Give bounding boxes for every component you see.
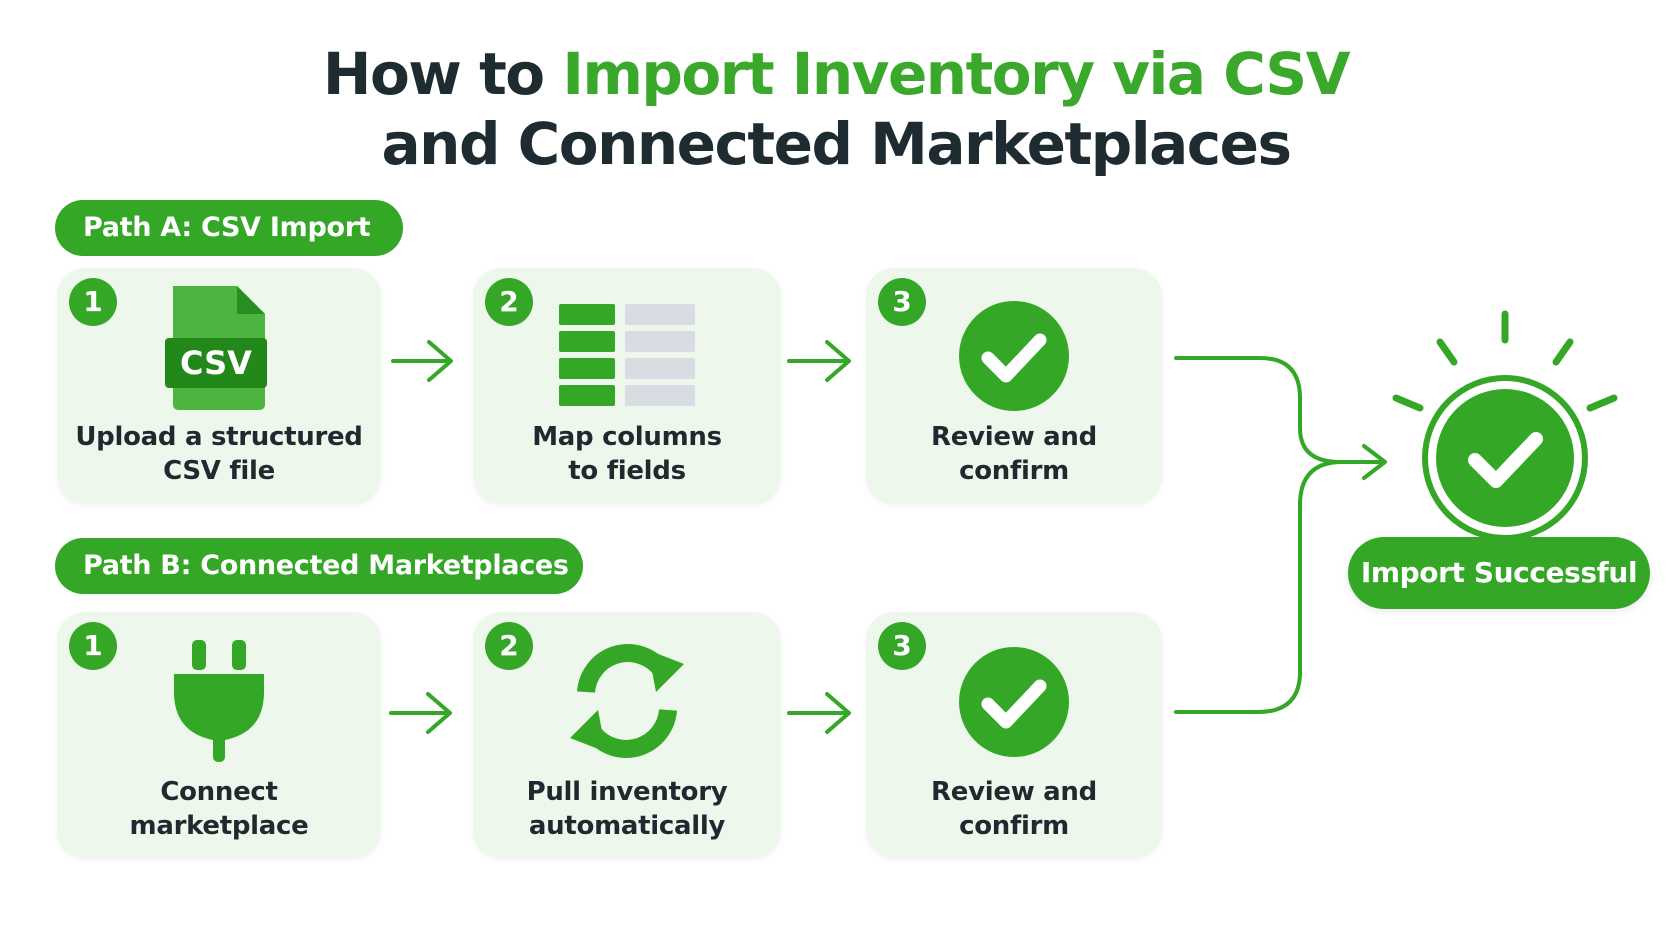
step-card-a-3: 3 Review and confirm [866, 268, 1162, 504]
page-title: How to Import Inventory via CSV [0, 40, 1672, 108]
map-columns-icon [559, 304, 695, 406]
page-title-line-2: and Connected Marketplaces [381, 110, 1292, 178]
step-number: 2 [485, 622, 533, 670]
import-successful-badge: Import Successful [1348, 537, 1650, 609]
path-a-label: Path A: CSV Import [55, 200, 403, 256]
success-check-icon [1392, 310, 1618, 541]
title-prefix: How to [322, 40, 563, 108]
check-circle-icon [959, 647, 1069, 757]
connector-path-b-to-success [1174, 460, 1344, 714]
step-label: Upload a structured CSV file [75, 422, 363, 486]
step-card-b-1: 1 Connect marketplace [57, 612, 381, 858]
step-number: 3 [878, 622, 926, 670]
arrow-b-2-3 [787, 692, 851, 734]
title-accent: Import Inventory via CSV [562, 40, 1350, 108]
arrow-a-1-2 [391, 340, 453, 382]
step-label: Pull inventory automatically [526, 777, 728, 841]
plug-icon [174, 640, 264, 762]
step-label: Map columns to fields [532, 422, 722, 486]
step-number: 1 [69, 622, 117, 670]
step-number: 2 [485, 278, 533, 326]
step-number: 1 [69, 278, 117, 326]
sync-icon [570, 644, 684, 758]
arrow-a-2-3 [787, 340, 851, 382]
step-number: 3 [878, 278, 926, 326]
csv-icon-text: CSV [180, 344, 252, 382]
step-card-a-1: 1 CSV Upload a structured CSV file [57, 268, 381, 504]
arrow-b-1-2 [389, 692, 452, 734]
step-card-b-2: 2 Pull inventory automatically [473, 612, 781, 858]
step-label: Review and confirm [931, 422, 1097, 486]
step-label: Review and confirm [931, 777, 1097, 841]
connector-path-a-to-success [1174, 356, 1385, 464]
step-card-a-2: 2 Map columns to fields [473, 268, 781, 504]
path-b-label: Path B: Connected Marketplaces [55, 538, 583, 594]
csv-file-icon: CSV [165, 286, 267, 410]
connector-arrowhead [1362, 444, 1387, 480]
check-circle-icon [959, 301, 1069, 411]
step-card-b-3: 3 Review and confirm [866, 612, 1162, 858]
step-label: Connect marketplace [129, 777, 309, 841]
